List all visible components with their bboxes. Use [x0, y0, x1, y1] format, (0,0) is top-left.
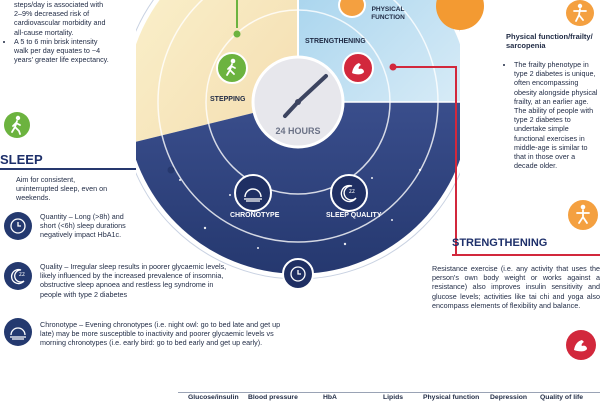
- chronotype-segment-icon: [234, 174, 272, 212]
- strengthening-body: Resistance exercise (i.e. any activity t…: [432, 264, 600, 310]
- muscle-icon: [566, 330, 596, 360]
- balance-icon: [568, 200, 598, 230]
- sleep-quantity-segment-label: SLEEP QUANTITY: [279, 287, 340, 294]
- svg-text:zz: zz: [349, 189, 355, 195]
- physical-function-top-icon: [338, 0, 366, 18]
- table-header-hba: HbA: [323, 394, 337, 401]
- svg-text:zz: zz: [19, 272, 25, 278]
- center-label: 24 HOURS: [275, 126, 321, 136]
- physical-function-title: Physical function/frailty/ sarcopenia: [506, 32, 593, 51]
- sleep-quantity-text: Quantity – Long (>8h) and short (<6h) sl…: [40, 212, 126, 240]
- walking-icon: [4, 112, 30, 138]
- moon-zzz-icon: zz: [4, 262, 32, 290]
- stepping-segment-label: STEPPING: [210, 96, 246, 103]
- stepping-text: steps/day is associated with 2–9% decrea…: [0, 0, 112, 65]
- physical-function-bullet: The frailty phenotype in type 2 diabetes…: [514, 60, 600, 170]
- chronotype-segment-label: CHRONOTYPE: [230, 212, 280, 219]
- stepping-bullet-2: A 5 to 6 min brisk intensity walk per da…: [14, 37, 112, 65]
- outcomes-table-header: Glucose/insulin Blood pressure HbA Lipid…: [178, 392, 600, 402]
- table-header-quality-of-life: Quality of life: [540, 394, 584, 401]
- physical-function-label: PHYSICAL FUNCTION: [371, 6, 405, 21]
- stepping-bullet-partial: steps/day is associated with 2–9% decrea…: [14, 0, 106, 37]
- strengthening-segment-label: STRENGTHENING: [305, 38, 366, 45]
- strengthening-segment-icon: [342, 52, 374, 84]
- sleep-intro: Aim for consistent, uninterrupted sleep,…: [16, 175, 108, 203]
- stepping-segment-icon: [216, 52, 248, 84]
- brain-clock-icon: [4, 212, 32, 240]
- sunrise-icon: [4, 318, 32, 346]
- strengthening-divider: [452, 254, 600, 256]
- sleep-quality-text: Quality – Irregular sleep results in poo…: [40, 262, 227, 299]
- strengthening-title: STRENGTHENING: [452, 237, 548, 249]
- sleep-quantity-segment-icon: [282, 258, 314, 290]
- physical-function-list: The frailty phenotype in type 2 diabetes…: [500, 60, 600, 170]
- sleep-divider: [0, 168, 168, 170]
- table-header-depression: Depression: [490, 394, 528, 401]
- sleep-title: SLEEP: [0, 152, 43, 167]
- table-header-glucose: Glucose/insulin: [188, 394, 239, 401]
- chronotype-text: Chronotype – Evening chronotypes (i.e. n…: [40, 320, 281, 348]
- table-header-blood-pressure: Blood pressure: [248, 394, 298, 401]
- sleep-quality-segment-icon: zz: [330, 174, 368, 212]
- table-header-lipids: Lipids: [383, 394, 404, 401]
- table-header-physical-function: Physical function: [423, 394, 480, 401]
- sleep-quality-segment-label: SLEEP QUALITY: [326, 212, 382, 219]
- physical-function-icon: [566, 0, 594, 26]
